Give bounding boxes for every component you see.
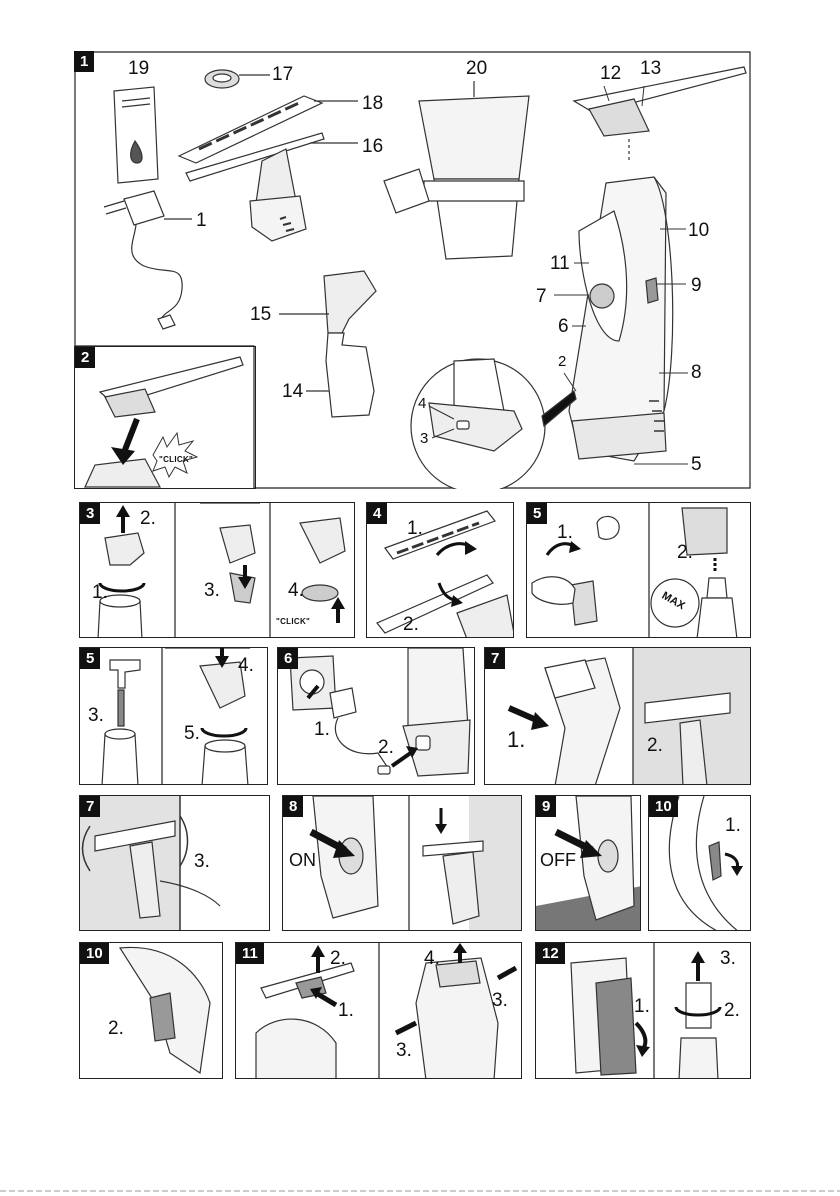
step-1: 1.: [92, 583, 108, 603]
panel-10a: 10 1.: [648, 795, 751, 931]
panel-number: 5: [80, 648, 100, 669]
step-1: 1.: [634, 997, 650, 1017]
step-1: 1.: [407, 519, 423, 539]
callout-18: 18: [362, 94, 383, 114]
panel-number: 10: [649, 796, 678, 817]
panel-number: 7: [485, 648, 505, 669]
click-label: "CLICK": [159, 455, 193, 464]
callout-1: 1: [196, 211, 207, 231]
callout-2: 2: [558, 354, 566, 370]
step-2: 2.: [647, 736, 663, 756]
panel-number: 4: [367, 503, 387, 524]
callout-13: 13: [640, 59, 661, 79]
panel-4-art: [367, 503, 514, 638]
step-2: 2.: [330, 949, 346, 969]
callout-5: 5: [691, 455, 702, 475]
panel-3: 3 2. 1. 3. 4. "CLICK": [79, 502, 355, 638]
panel-11-art: [236, 943, 522, 1079]
panel-12: 12 1. 3. 2.: [535, 942, 751, 1079]
panel-number: 1: [74, 51, 94, 72]
step-2: 2.: [403, 615, 419, 635]
panel-7a-art: [485, 648, 751, 785]
step-4: 4.: [288, 581, 304, 601]
callout-7: 7: [536, 287, 547, 307]
panel-11: 11 2. 1. 4. 3. 3.: [235, 942, 522, 1079]
panel-5a: 5 1. 2. MAX: [526, 502, 751, 638]
step-3a: 3.: [492, 991, 508, 1011]
panel-number: 10: [80, 943, 109, 964]
step-1: 1.: [725, 816, 741, 836]
panel-5b: 5 3. 4. 5.: [79, 647, 268, 785]
panel-number: 5: [527, 503, 547, 524]
step-1: 1.: [338, 1001, 354, 1021]
ring-part-illustration: [205, 70, 270, 88]
detail-magnifier-illustration: [411, 359, 576, 489]
step-1: 1.: [557, 523, 573, 543]
panel-number: 7: [80, 796, 100, 817]
click-label: "CLICK": [276, 617, 310, 626]
callout-17: 17: [272, 65, 293, 85]
callout-12: 12: [600, 64, 621, 84]
callout-14: 14: [282, 382, 303, 402]
panel-8-art: [283, 796, 522, 931]
step-4: 4.: [424, 949, 440, 969]
manual-leaflet-illustration: [114, 87, 158, 183]
step-3: 3.: [88, 706, 104, 726]
panel-7b: 7 3.: [79, 795, 270, 931]
panel-3-art: [80, 503, 355, 638]
callout-16: 16: [362, 137, 383, 157]
panel-2: 2 "CLICK": [74, 346, 256, 489]
panel-number: 2: [75, 347, 95, 368]
step-2: 2.: [724, 1001, 740, 1021]
step-3: 3.: [204, 581, 220, 601]
panel-7a: 7 1. 2.: [484, 647, 751, 785]
panel-number: 3: [80, 503, 100, 524]
panel-4: 4 1. 2.: [366, 502, 514, 638]
callout-11: 11: [550, 254, 570, 274]
panel-2-art: [75, 347, 256, 489]
callout-19: 19: [128, 59, 149, 79]
callout-10: 10: [688, 221, 709, 241]
panel-number: 11: [236, 943, 264, 964]
step-5: 5.: [184, 724, 200, 744]
step-3: 3.: [194, 852, 210, 872]
bottom-dash-line: [0, 1186, 840, 1196]
callout-6: 6: [558, 317, 569, 337]
panel-number: 12: [536, 943, 565, 964]
step-3b: 3.: [396, 1041, 412, 1061]
panel-number: 9: [536, 796, 556, 817]
step-3: 3.: [720, 949, 736, 969]
panel-8: 8 ON: [282, 795, 522, 931]
panel-6-art: [278, 648, 475, 785]
callout-20: 20: [466, 59, 487, 79]
callout-8: 8: [691, 363, 702, 383]
window-vac-illustration: [569, 67, 746, 461]
switch-off-label: OFF: [540, 850, 576, 871]
panel-9: 9 OFF: [535, 795, 641, 931]
carry-bag-illustration: [384, 81, 529, 259]
panel-10b: 10 2.: [79, 942, 223, 1079]
panel-7b-art: [80, 796, 270, 931]
step-2: 2.: [378, 738, 394, 758]
step-2: 2.: [677, 543, 693, 563]
panel-6: 6 1. 2.: [277, 647, 475, 785]
callout-3: 3: [420, 431, 428, 447]
charger-illustration: [104, 191, 192, 329]
switch-on-label: ON: [289, 850, 316, 871]
callout-15: 15: [250, 305, 271, 325]
step-4: 4.: [238, 656, 254, 676]
panel-number: 8: [283, 796, 303, 817]
step-2: 2.: [140, 509, 156, 529]
callout-4: 4: [418, 396, 426, 412]
step-1: 1.: [507, 730, 525, 750]
panel-number: 6: [278, 648, 298, 669]
callout-9: 9: [691, 276, 702, 296]
step-1: 1.: [314, 720, 330, 740]
step-2: 2.: [108, 1019, 124, 1039]
